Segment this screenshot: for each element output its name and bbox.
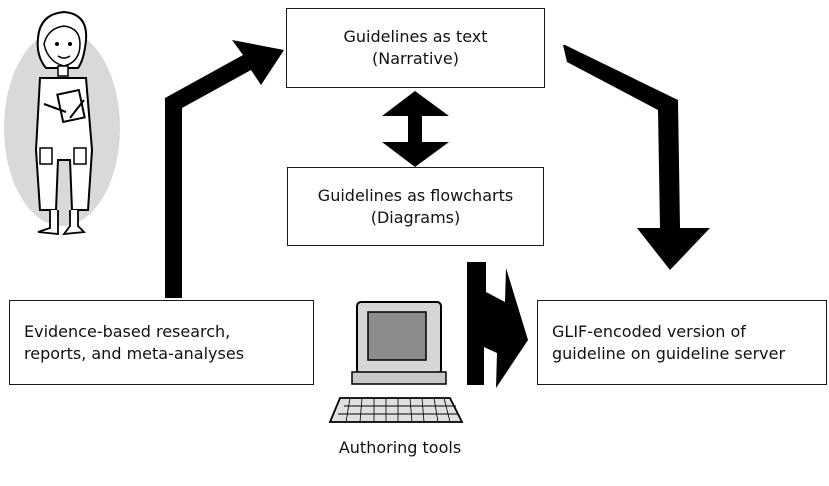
- physician-icon: [4, 10, 120, 236]
- glif-line-2: guideline on guideline server: [552, 343, 786, 363]
- guidelines-text-title: Guidelines as text: [343, 27, 488, 46]
- evidence-line-1: Evidence-based research,: [24, 321, 231, 341]
- guidelines-flowcharts-title: Guidelines as flowcharts: [317, 185, 514, 205]
- glif-node: GLIF-encoded version of guideline on gui…: [537, 300, 827, 385]
- glif-line-1: GLIF-encoded version of: [552, 321, 746, 341]
- guidelines-text-node: Guidelines as text (Narrative): [286, 8, 545, 88]
- arrow-flowcharts-to-glif: [467, 262, 528, 388]
- evidence-node: Evidence-based research, reports, and me…: [9, 300, 314, 385]
- arrow-text-to-glif: [563, 45, 710, 270]
- guidelines-flowcharts-node: Guidelines as flowcharts (Diagrams): [287, 167, 544, 246]
- computer-icon: [328, 301, 464, 423]
- guidelines-text-subtitle: (Narrative): [372, 49, 459, 68]
- arrow-evidence-to-text: [165, 40, 284, 298]
- guidelines-flowcharts-subtitle: (Diagrams): [370, 207, 461, 227]
- arrow-text-flowcharts-bidirectional: [382, 91, 449, 167]
- authoring-tools-caption: Authoring tools: [338, 438, 462, 457]
- evidence-line-2: reports, and meta-analyses: [24, 343, 245, 363]
